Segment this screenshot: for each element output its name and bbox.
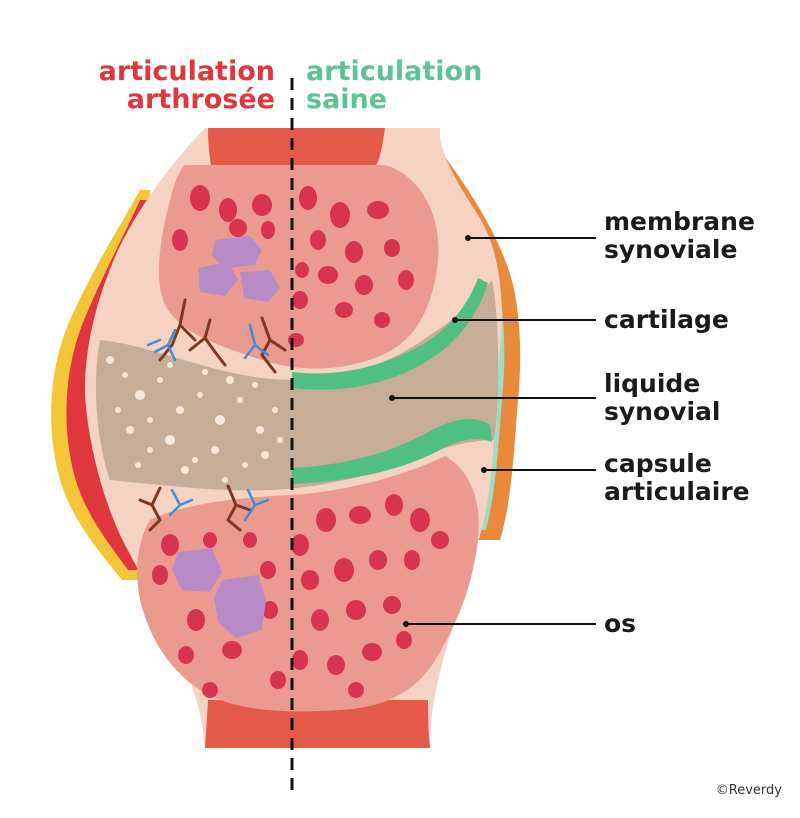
debris-fragment: [226, 376, 234, 384]
bone-lesion-spot: [301, 570, 319, 590]
bone-lesion-spot: [222, 641, 242, 659]
debris-fragment: [211, 446, 219, 454]
debris-fragment: [147, 447, 153, 453]
bone-lesion-spot: [398, 270, 414, 290]
debris-fragment: [122, 372, 128, 378]
bone-lesion-spot: [292, 650, 308, 670]
bone-lesion-spot: [161, 534, 179, 556]
debris-fragment: [157, 377, 163, 383]
bone-lesion-spot: [260, 561, 276, 579]
debris-fragment: [202, 369, 208, 375]
label-capsule-line1: capsule: [604, 450, 712, 478]
label-cartilage: cartilage: [604, 306, 729, 334]
label-membrane-line2: synoviale: [604, 236, 737, 264]
bone-lesion-spot: [190, 185, 210, 211]
bone-lesion-spot: [243, 532, 257, 548]
bone-lesion-spot: [335, 302, 353, 318]
bone-lesion-spot: [367, 201, 389, 219]
debris-fragment: [215, 415, 225, 425]
bone-lesion-spot: [345, 241, 363, 263]
bone-lesion-spot: [203, 532, 217, 548]
debris-fragment: [272, 407, 278, 413]
label-membrane-line1: membrane: [604, 208, 755, 236]
bone-lesion-spot: [270, 671, 286, 689]
bone-lesion-spot: [310, 230, 326, 250]
bone-lesion-spot: [349, 506, 371, 524]
debris-fragment: [261, 451, 269, 459]
debris-fragment: [222, 477, 228, 483]
bone-lesion-spot: [330, 202, 350, 228]
debris-fragment: [106, 356, 114, 364]
bone-lesion-spot: [316, 508, 336, 532]
debris-fragment: [165, 435, 175, 445]
bone-lesion-spot: [219, 198, 237, 222]
bone-lesion-spot: [178, 646, 194, 664]
bone-lesion-spot: [327, 655, 345, 675]
debris-fragment: [135, 390, 145, 400]
bone-lesion-spot: [152, 565, 168, 585]
bone-lesion-spot: [288, 333, 304, 347]
bone-lesion-spot: [346, 600, 366, 620]
credit-reverdy: ©Reverdy: [716, 783, 782, 798]
bone-lesion-spot: [202, 682, 218, 698]
bone-lesion-spot: [187, 609, 205, 631]
debris-fragment: [147, 417, 153, 423]
bone-lesion-spot: [348, 682, 364, 698]
label-capsule-line2: articulaire: [604, 478, 750, 506]
header-saine-line1: articulation: [306, 58, 482, 86]
bone-lesion-spot: [172, 229, 188, 251]
bone-lesion-spot: [404, 550, 420, 570]
bone-lesion-spot: [334, 558, 354, 582]
bone-lesion-spot: [318, 266, 338, 284]
header-arthrosee-line1: articulation: [99, 58, 275, 86]
debris-fragment: [126, 426, 134, 434]
bone-lesion-spot: [410, 508, 430, 532]
debris-fragment: [277, 437, 283, 443]
bone-lesion-spot: [374, 312, 390, 328]
header-saine-line2: saine: [306, 86, 387, 114]
bone-lesion-spot: [252, 194, 272, 216]
bone-lesion-spot: [355, 275, 373, 295]
debris-fragment: [181, 466, 189, 474]
debris-fragment: [176, 406, 184, 414]
bone-lesion-spot: [362, 643, 382, 661]
bone-lesion-spot: [396, 631, 412, 649]
bone-lesion-spot: [383, 596, 401, 614]
bone-lesion-spot: [299, 186, 317, 210]
debris-fragment: [237, 397, 243, 403]
debris-fragment: [135, 462, 141, 468]
debris-fragment: [167, 362, 173, 368]
label-os: os: [604, 610, 636, 638]
debris-fragment: [197, 392, 203, 398]
label-liquide-line1: liquide: [604, 370, 700, 398]
bone-lesion-spot: [291, 534, 309, 556]
bone-lesion-spot: [311, 609, 329, 631]
debris-fragment: [192, 457, 198, 463]
bone-lesion-spot: [385, 494, 403, 516]
debris-fragment: [115, 407, 121, 413]
bone-lesion-spot: [229, 219, 247, 237]
debris-fragment: [242, 462, 248, 468]
bone-lesion-spot: [295, 262, 309, 278]
bone-lesion-spot: [261, 221, 275, 239]
header-arthrosee-line2: arthrosée: [127, 86, 275, 114]
label-liquide-line2: synovial: [604, 398, 720, 426]
debris-fragment: [252, 382, 258, 388]
bone-lesion-spot: [431, 531, 449, 549]
bone-lesion-spot: [384, 239, 400, 257]
debris-fragment: [256, 426, 264, 434]
bone-lesion-spot: [292, 291, 308, 309]
bone-lesion-spot: [369, 550, 387, 570]
